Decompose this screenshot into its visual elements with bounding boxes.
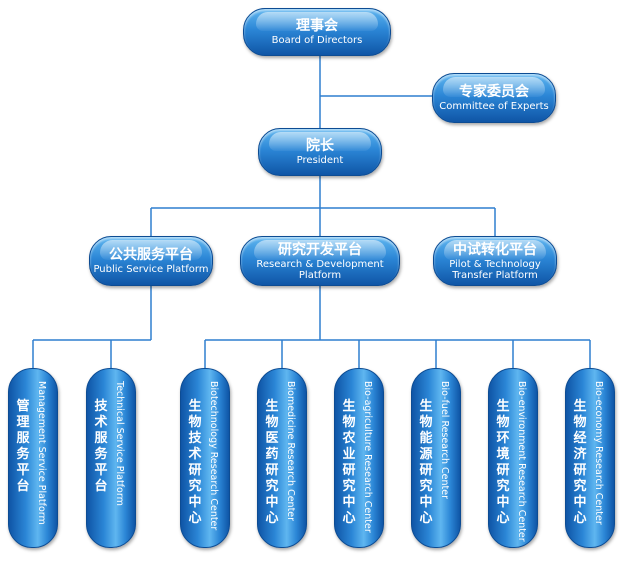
president-en-label: President [296,155,344,166]
unit-en-label: Bio-fuel Research Center [439,381,450,500]
board-zh-label: 理事会 [296,18,338,34]
president-node: 院长 President [258,128,382,176]
unit-zh-label: 生物医药研究中心 [265,399,279,526]
unit-node: 技术服务平台 Technical Service Platform [86,368,136,548]
board-of-directors-node: 理事会 Board of Directors [243,8,391,56]
rd-en-label: Research & Development Platform [256,258,384,281]
research-development-platform-node: 研究开发平台 Research & Development Platform [240,236,400,286]
unit-zh-label: 生物能源研究中心 [419,399,433,526]
unit-node: 生物经济研究中心 Bio-economy Research Center [565,368,615,548]
unit-en-label: Bio-agriculture Research Center [362,381,373,533]
unit-node: 生物农业研究中心 Bio-agriculture Research Center [334,368,384,548]
unit-en-label: Management Service Platform [36,381,47,525]
unit-zh-label: 技术服务平台 [94,399,108,494]
unit-node: 管理服务平台 Management Service Platform [8,368,58,548]
public-zh-label: 公共服务平台 [109,247,193,263]
pilot-zh-label: 中试转化平台 [453,241,537,258]
unit-zh-label: 管理服务平台 [16,399,30,494]
pilot-transfer-platform-node: 中试转化平台 Pilot & Technology Transfer Platf… [433,236,557,286]
unit-en-label: Biotechnology Research Center [208,381,219,531]
unit-node: 生物能源研究中心 Bio-fuel Research Center [411,368,461,548]
unit-en-label: Bio-environment Research Center [516,381,527,542]
unit-en-label: Biomedicine Research Center [285,381,296,522]
rd-zh-label: 研究开发平台 [278,241,362,258]
president-zh-label: 院长 [306,138,334,154]
unit-en-label: Technical Service Platform [114,381,125,506]
experts-en-label: Committee of Experts [439,101,549,112]
unit-node: 生物技术研究中心 Biotechnology Research Center [180,368,230,548]
board-en-label: Board of Directors [271,35,363,46]
unit-node: 生物医药研究中心 Biomedicine Research Center [257,368,307,548]
unit-zh-label: 生物环境研究中心 [496,399,510,526]
public-service-platform-node: 公共服务平台 Public Service Platform [89,236,213,286]
unit-node: 生物环境研究中心 Bio-environment Research Center [488,368,538,548]
unit-zh-label: 生物农业研究中心 [342,399,356,526]
experts-zh-label: 专家委员会 [459,84,529,100]
unit-en-label: Bio-economy Research Center [593,381,604,525]
committee-of-experts-node: 专家委员会 Committee of Experts [432,73,556,123]
public-en-label: Public Service Platform [93,264,209,275]
pilot-en-label-line2: Transfer Platform [452,269,538,281]
unit-zh-label: 生物技术研究中心 [188,399,202,526]
pilot-en-label: Pilot & Technology [449,258,541,270]
unit-zh-label: 生物经济研究中心 [573,399,587,526]
